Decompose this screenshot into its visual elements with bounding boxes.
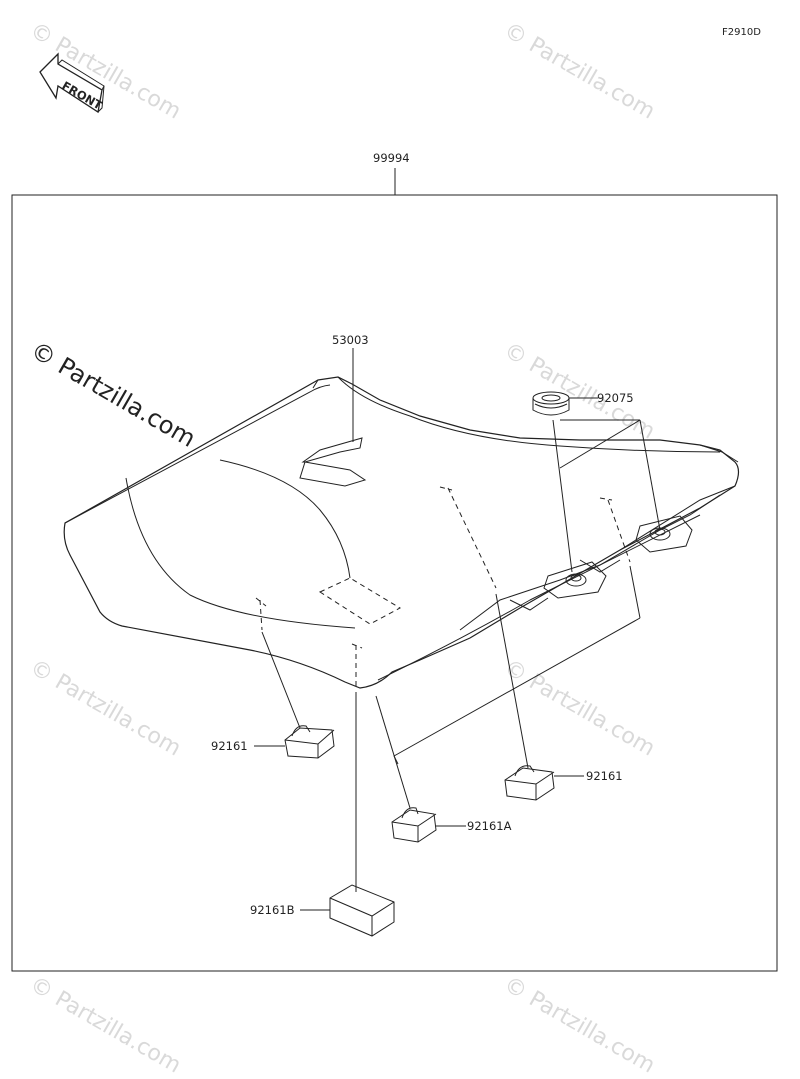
mount-tab-front <box>543 561 607 599</box>
grommet-leader-rear <box>639 419 661 531</box>
damper-group-bracket-end <box>393 755 399 765</box>
damper-center-leader <box>375 695 411 809</box>
part-label-53003: 53003 <box>332 333 369 347</box>
damper-left <box>284 725 335 759</box>
kit-frame <box>11 194 778 972</box>
figure-code: F2910D <box>722 27 761 38</box>
damper-group-bracket-rear <box>629 565 641 619</box>
damper-group-bracket <box>393 617 641 757</box>
diagram-drawing: FRONT 99994 53003 92075 92161 92161 9216… <box>11 52 778 972</box>
part-label-99994: 99994 <box>373 151 410 165</box>
front-arrow-icon <box>39 52 105 114</box>
seat-body <box>63 376 740 689</box>
damper-right-leader <box>495 593 529 769</box>
seat-pad <box>299 437 367 487</box>
parts-diagram: F2910D © Partzilla.com © Partzilla.com ©… <box>11 18 778 1079</box>
grommet-leader-front <box>552 419 573 573</box>
part-label-92161A: 92161A <box>467 819 512 833</box>
part-label-92161B: 92161B <box>250 903 295 917</box>
damper-center <box>391 807 437 843</box>
hidden-lines <box>255 486 631 690</box>
mount-tab-rear <box>635 515 693 553</box>
damper-block <box>329 884 395 937</box>
part-label-92075: 92075 <box>597 391 634 405</box>
part-label-92161-left: 92161 <box>211 739 248 753</box>
damper-right <box>504 765 555 801</box>
damper-left-leader <box>261 631 301 729</box>
grommet <box>532 391 570 416</box>
part-label-92161-right: 92161 <box>586 769 623 783</box>
